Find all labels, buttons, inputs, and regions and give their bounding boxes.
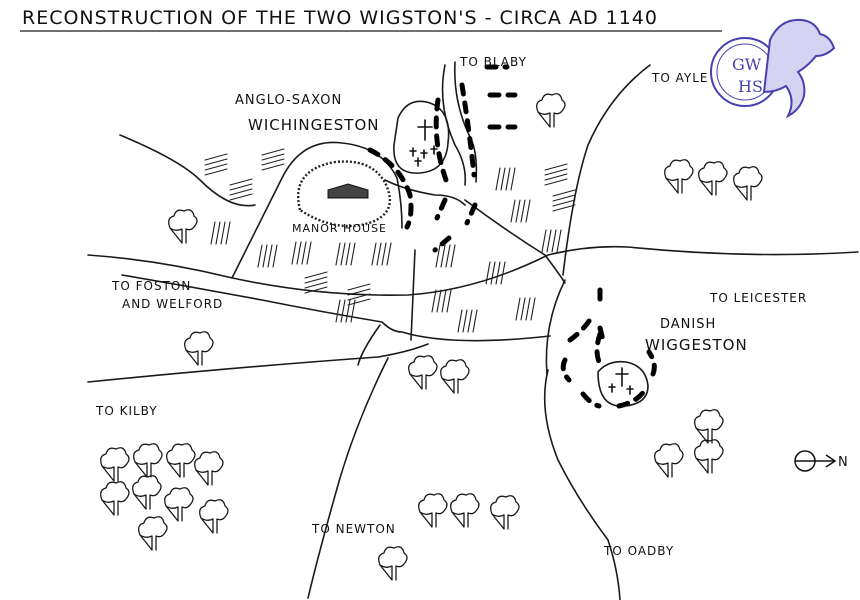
danish-church <box>597 360 649 407</box>
roads <box>87 61 859 600</box>
label-to-leicester: TO LEICESTER <box>709 291 807 305</box>
label-wiggeston: WIGGESTON <box>645 336 748 354</box>
label-anglo-saxon: ANGLO-SAXON <box>235 93 342 108</box>
map-title: RECONSTRUCTION OF THE TWO WIGSTON'S - CI… <box>22 7 658 29</box>
label-and-welford: AND WELFORD <box>122 297 223 311</box>
label-to-foston: TO FOSTON <box>111 279 191 293</box>
label-to-ayle: TO AYLE <box>651 71 708 85</box>
lion-icon <box>762 18 836 119</box>
manor-enclosure <box>231 141 403 279</box>
field-strips <box>204 148 576 333</box>
label-danish: DANISH <box>660 317 716 332</box>
label-to-oadby: TO OADBY <box>603 544 674 558</box>
svg-text:GW: GW <box>732 55 762 74</box>
label-manor-house: MANOR HOUSE <box>292 222 387 235</box>
society-logo: GW HS <box>710 18 836 119</box>
boundary-ditches <box>367 64 657 409</box>
label-to-newton: TO NEWTON <box>311 522 396 536</box>
north-arrow-icon: N <box>794 450 849 472</box>
svg-text:HS: HS <box>738 77 763 96</box>
label-wichingeston: WICHINGESTON <box>248 116 379 134</box>
anglo-saxon-church <box>393 100 450 174</box>
manor-house-icon <box>327 183 369 199</box>
label-to-kilby: TO KILBY <box>95 404 158 418</box>
svg-text:N: N <box>838 455 849 470</box>
label-to-blaby: TO BLABY <box>459 55 527 69</box>
